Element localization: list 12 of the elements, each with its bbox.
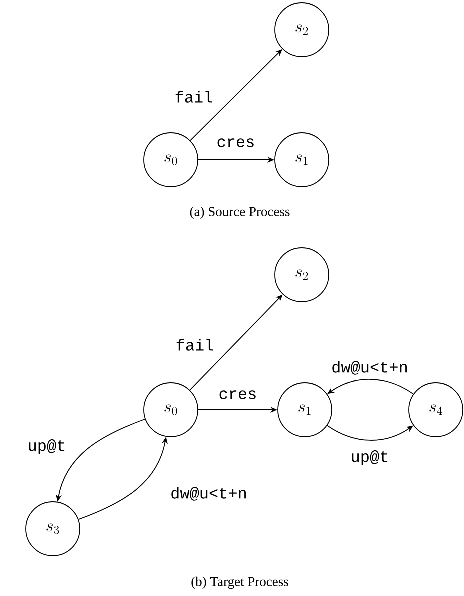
edge-label: fail bbox=[176, 339, 214, 351]
edge-label: up@t bbox=[352, 450, 388, 466]
edge-label: dw@u<t+n bbox=[172, 487, 246, 501]
edge-label: cres bbox=[218, 138, 254, 148]
caption: (a) Source Process bbox=[190, 206, 290, 220]
arrow bbox=[327, 425, 414, 441]
edge-label: cres bbox=[220, 390, 256, 400]
caption: (b) Target Process bbox=[192, 576, 288, 590]
edge-label: fail bbox=[176, 91, 212, 103]
arrow bbox=[328, 379, 414, 395]
edge-label: dw@u<t+n bbox=[332, 361, 407, 375]
edge-label: up@t bbox=[29, 440, 65, 454]
